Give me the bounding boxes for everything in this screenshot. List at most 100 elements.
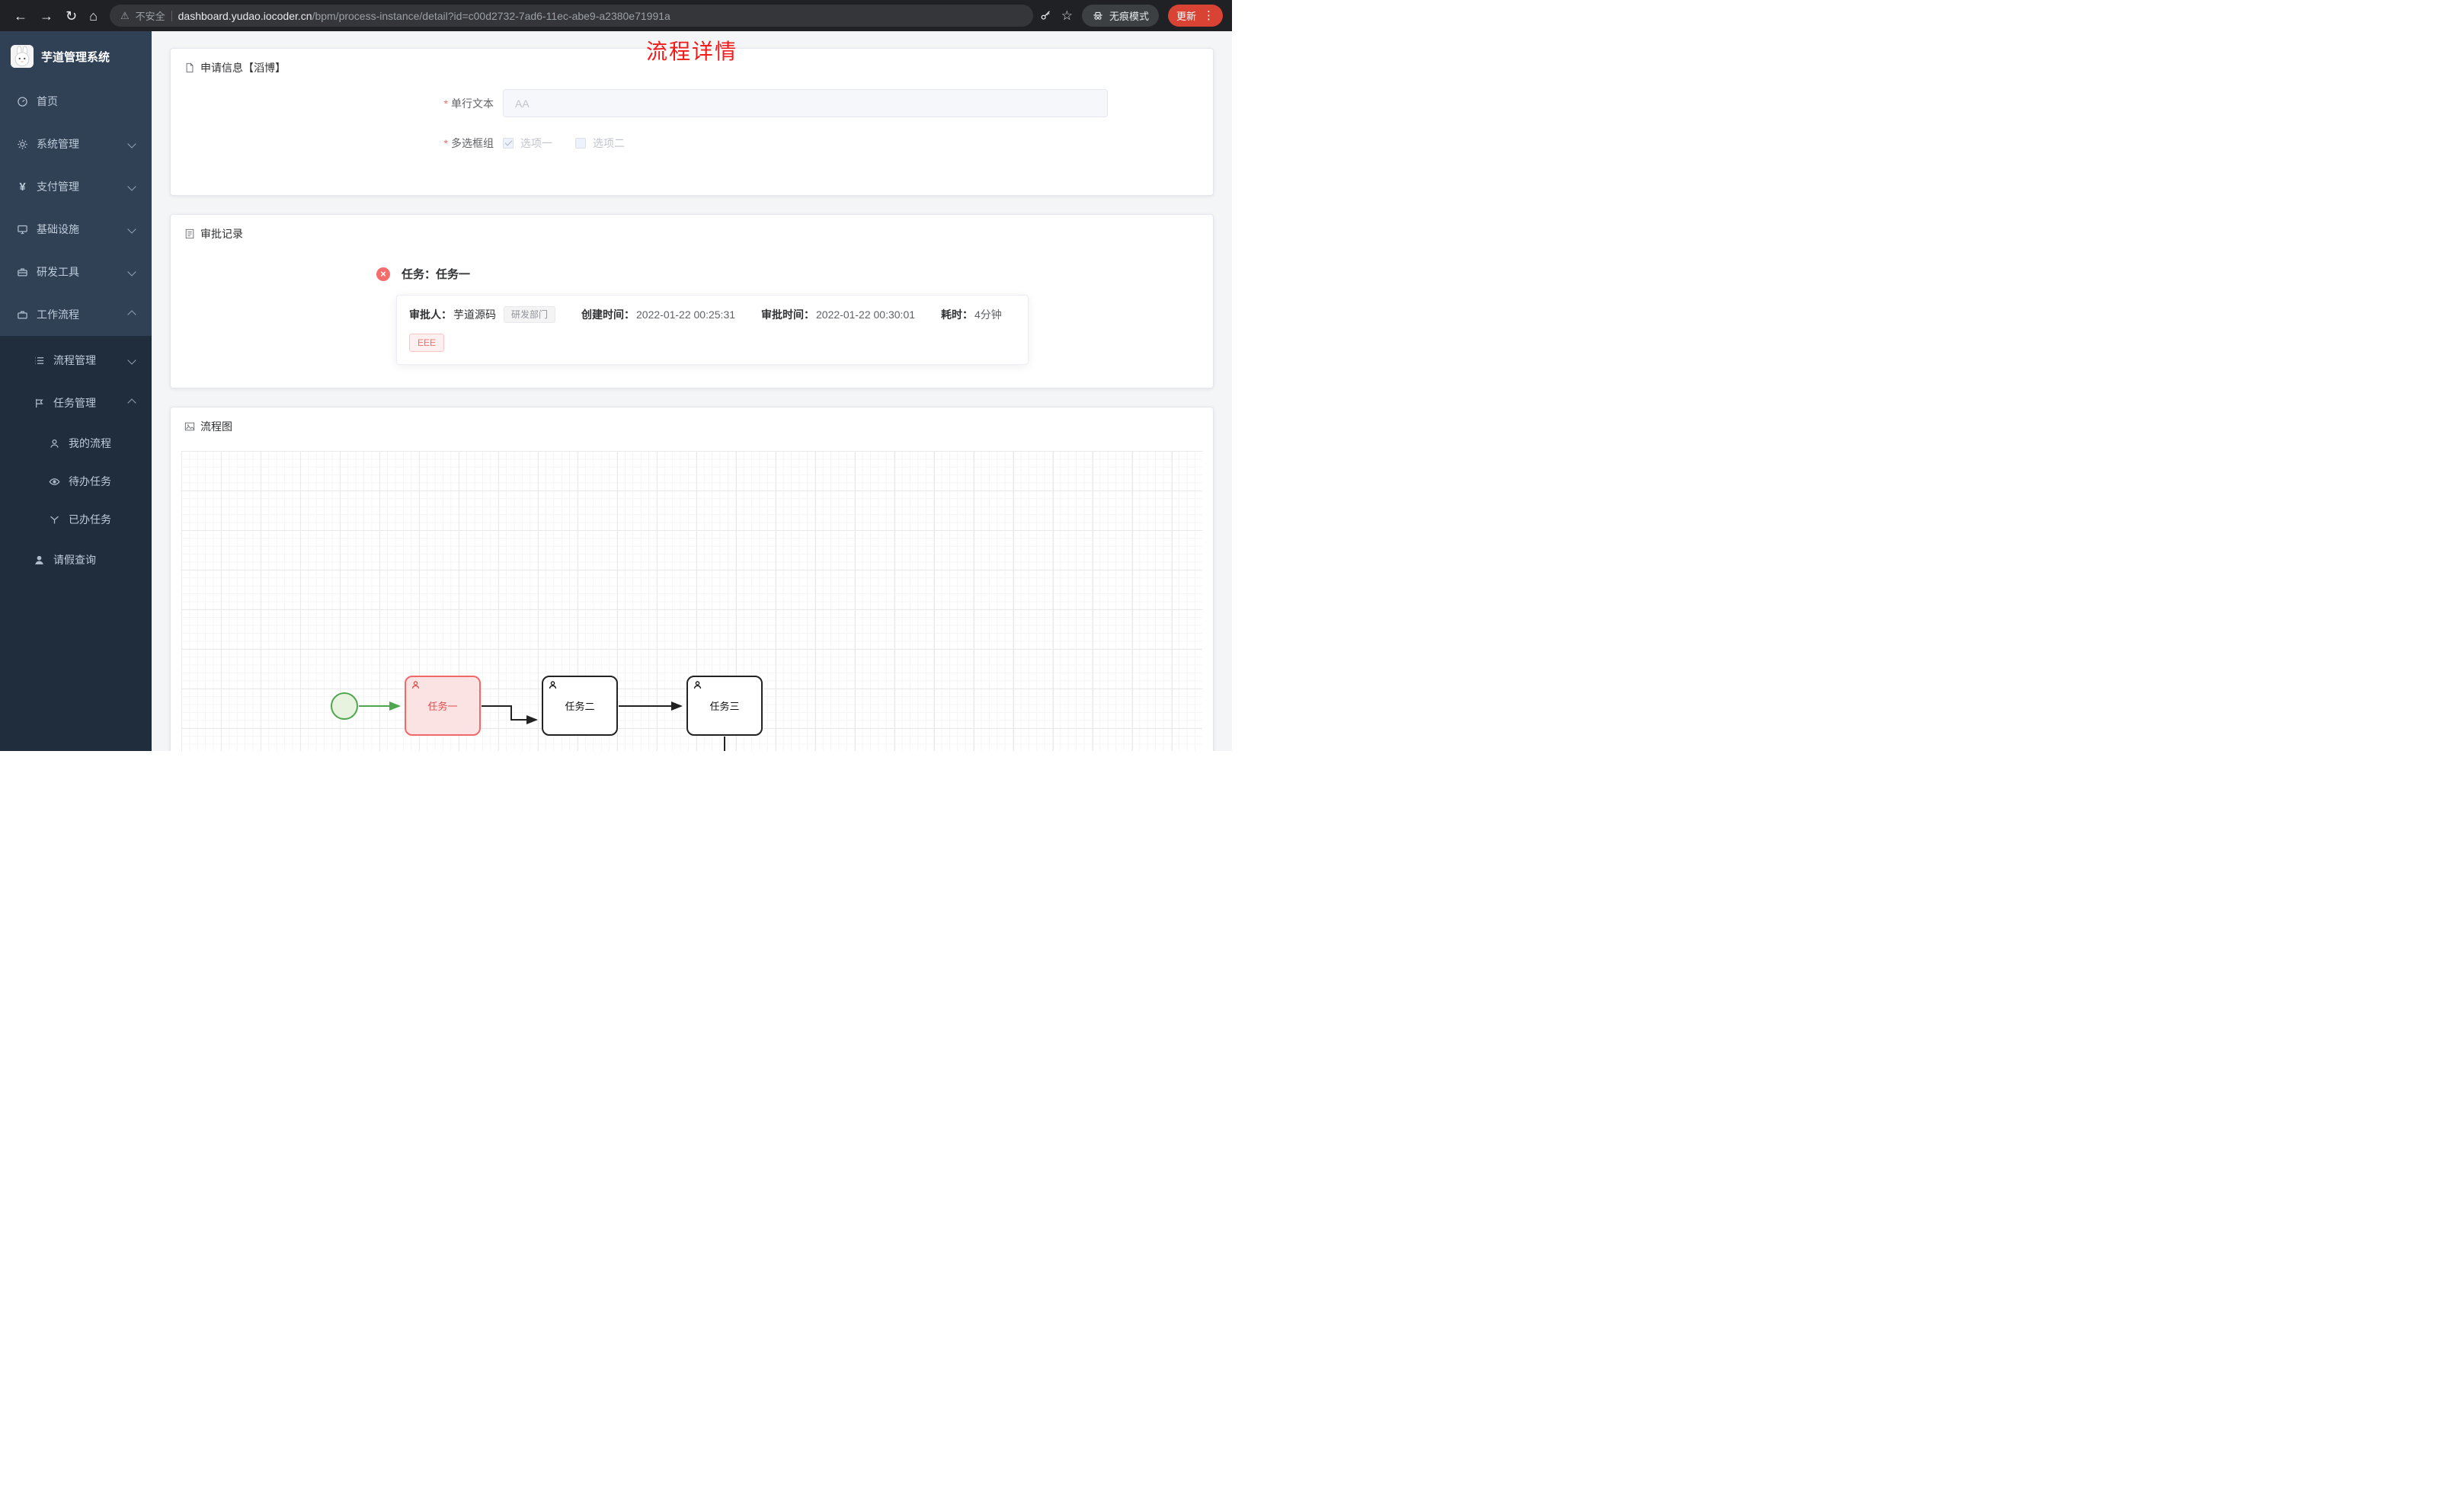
approval-detail-line: 审批人： 芋道源码 研发部门 创建时间： 2022-01-22 00:25:31… xyxy=(409,306,1016,323)
approver-label: 审批人： xyxy=(409,308,452,321)
not-secure-icon: ⚠ xyxy=(120,9,130,21)
document-icon xyxy=(186,62,194,73)
task-error-icon: × xyxy=(376,267,390,281)
bpmn-task-3[interactable]: 任务三 xyxy=(686,676,763,736)
checkbox-group: 选项一 选项二 xyxy=(503,136,625,151)
approval-detail-card: 审批人： 芋道源码 研发部门 创建时间： 2022-01-22 00:25:31… xyxy=(396,295,1029,365)
checkbox-option-1[interactable]: 选项一 xyxy=(503,136,552,151)
update-label: 更新 xyxy=(1176,11,1196,22)
sidebar-item-leave-query[interactable]: 请假查询 xyxy=(0,538,152,581)
bpmn-task-label: 任务一 xyxy=(427,701,458,712)
chevron-up-icon xyxy=(127,310,136,319)
home-icon[interactable]: ⌂ xyxy=(89,8,98,24)
sidebar-item-label: 系统管理 xyxy=(37,138,79,150)
sequence-flows xyxy=(359,701,725,751)
yen-icon: ¥ xyxy=(19,180,26,193)
dashboard-icon xyxy=(18,96,27,107)
sidebar-item-label: 任务管理 xyxy=(53,397,96,409)
user-task-icon xyxy=(411,681,420,689)
approval-record-header: 审批记录 xyxy=(171,215,1213,252)
sidebar-item-label: 待办任务 xyxy=(69,475,111,487)
created-time: 2022-01-22 00:25:31 xyxy=(636,308,736,321)
sidebar-item-done-tasks[interactable]: 已办任务 xyxy=(0,500,152,538)
bpmn-canvas[interactable]: 任务一 任务二 任务三 xyxy=(181,451,1202,751)
bpmn-task-2[interactable]: 任务二 xyxy=(542,676,618,736)
url-text: dashboard.yudao.iocoder.cn/bpm/process-i… xyxy=(178,10,670,22)
single-line-text-label: *单行文本 xyxy=(443,97,494,110)
record-icon xyxy=(185,228,194,239)
workflow-icon xyxy=(18,311,27,318)
checkbox-group-item: *多选框组 选项一 选项二 xyxy=(171,136,1213,151)
sidebar-item-devtools[interactable]: 研发工具 xyxy=(0,251,152,293)
sidebar-item-system[interactable]: 系统管理 xyxy=(0,123,152,165)
user-task-icon xyxy=(693,681,702,689)
sidebar-item-todo-tasks[interactable]: 待办任务 xyxy=(0,462,152,500)
browser-nav: ← → ↻ ⌂ xyxy=(8,9,104,23)
sidebar-item-label: 支付管理 xyxy=(37,181,79,193)
forward-icon[interactable]: → xyxy=(40,8,53,24)
eye-icon xyxy=(49,478,60,485)
incognito-badge: 无痕模式 xyxy=(1081,5,1159,27)
browser-chrome: ← → ↻ ⌂ ⚠ 不安全 dashboard.yudao.iocoder.cn… xyxy=(0,0,1232,31)
sidebar-item-my-process[interactable]: 我的流程 xyxy=(0,424,152,462)
bpmn-start-event[interactable] xyxy=(331,692,358,720)
merge-icon xyxy=(50,516,59,523)
sidebar-item-label: 首页 xyxy=(37,95,58,107)
incognito-label: 无痕模式 xyxy=(1109,11,1149,22)
checkbox-option-2[interactable]: 选项二 xyxy=(575,136,625,151)
apply-info-header: 申请信息【滔博】 xyxy=(171,49,1213,86)
chevron-down-icon xyxy=(127,139,136,149)
duration-value: 4分钟 xyxy=(974,308,1002,321)
chevron-down-icon xyxy=(127,267,136,276)
approval-record-card: 审批记录 × 任务：任务一 审批人： 芋道源码 研发部门 创建时间： 2022-… xyxy=(170,214,1214,388)
sidebar-filler xyxy=(0,581,152,751)
sidebar-item-payment[interactable]: ¥ 支付管理 xyxy=(0,165,152,208)
process-diagram-header: 流程图 xyxy=(171,407,1213,445)
single-line-text-input[interactable] xyxy=(503,89,1108,117)
bpmn-task-label: 任务三 xyxy=(709,701,740,712)
chevron-down-icon xyxy=(127,182,136,191)
checkbox-option-label: 选项一 xyxy=(520,137,552,149)
refresh-icon[interactable]: ↻ xyxy=(66,8,78,24)
user-task-icon xyxy=(549,681,557,689)
back-icon[interactable]: ← xyxy=(14,8,27,24)
single-line-text-item: *单行文本 xyxy=(171,89,1213,117)
briefcase-icon xyxy=(18,268,27,276)
approved-time: 2022-01-22 00:30:01 xyxy=(816,308,916,321)
page-title: 流程详情 xyxy=(645,40,738,63)
bpmn-task-1[interactable]: 任务一 xyxy=(405,676,481,736)
address-bar[interactable]: ⚠ 不安全 dashboard.yudao.iocoder.cn/bpm/pro… xyxy=(109,5,1033,27)
diagram-icon xyxy=(184,422,195,431)
bookmark-star-icon[interactable]: ☆ xyxy=(1061,8,1073,23)
sidebar-item-home[interactable]: 首页 xyxy=(0,80,152,123)
sidebar-item-workflow[interactable]: 工作流程 xyxy=(0,293,152,336)
sidebar-item-process-management[interactable]: 流程管理 xyxy=(0,339,152,382)
sidebar-item-task-management[interactable]: 任务管理 xyxy=(0,382,152,424)
person-icon xyxy=(50,439,59,448)
chevron-down-icon xyxy=(127,225,136,234)
dept-tag: 研发部门 xyxy=(504,306,556,323)
password-key-icon[interactable] xyxy=(1039,9,1052,22)
sidebar-item-label: 已办任务 xyxy=(69,513,111,526)
incognito-icon xyxy=(1093,11,1102,20)
gear-icon xyxy=(18,139,27,149)
approval-record-title: 审批记录 xyxy=(200,228,243,240)
update-button[interactable]: 更新 ⋮ xyxy=(1167,5,1223,27)
not-secure-label: 不安全 xyxy=(135,11,165,22)
user-icon xyxy=(35,555,43,564)
apply-info-title: 申请信息【滔博】 xyxy=(200,62,286,74)
checkbox-unchecked-icon xyxy=(575,138,586,149)
browser-menu-icon[interactable]: ⋮ xyxy=(1203,9,1214,22)
sidebar-item-infrastructure[interactable]: 基础设施 xyxy=(0,208,152,251)
sidebar-item-label: 工作流程 xyxy=(37,308,79,321)
checkbox-group-label: *多选框组 xyxy=(443,137,494,149)
app-logo-image xyxy=(11,45,34,68)
sidebar-menu: 首页 系统管理 ¥ 支付管理 基础设施 研发工具 xyxy=(0,75,152,581)
comment-tag: EEE xyxy=(409,334,445,352)
checkbox-checked-icon xyxy=(503,138,514,149)
app-logo: 芋道管理系统 xyxy=(0,31,152,75)
timeline-item: × 任务：任务一 xyxy=(376,266,1195,282)
chevron-up-icon xyxy=(127,398,136,407)
flag-icon xyxy=(36,398,43,407)
created-label: 创建时间： xyxy=(581,308,635,321)
